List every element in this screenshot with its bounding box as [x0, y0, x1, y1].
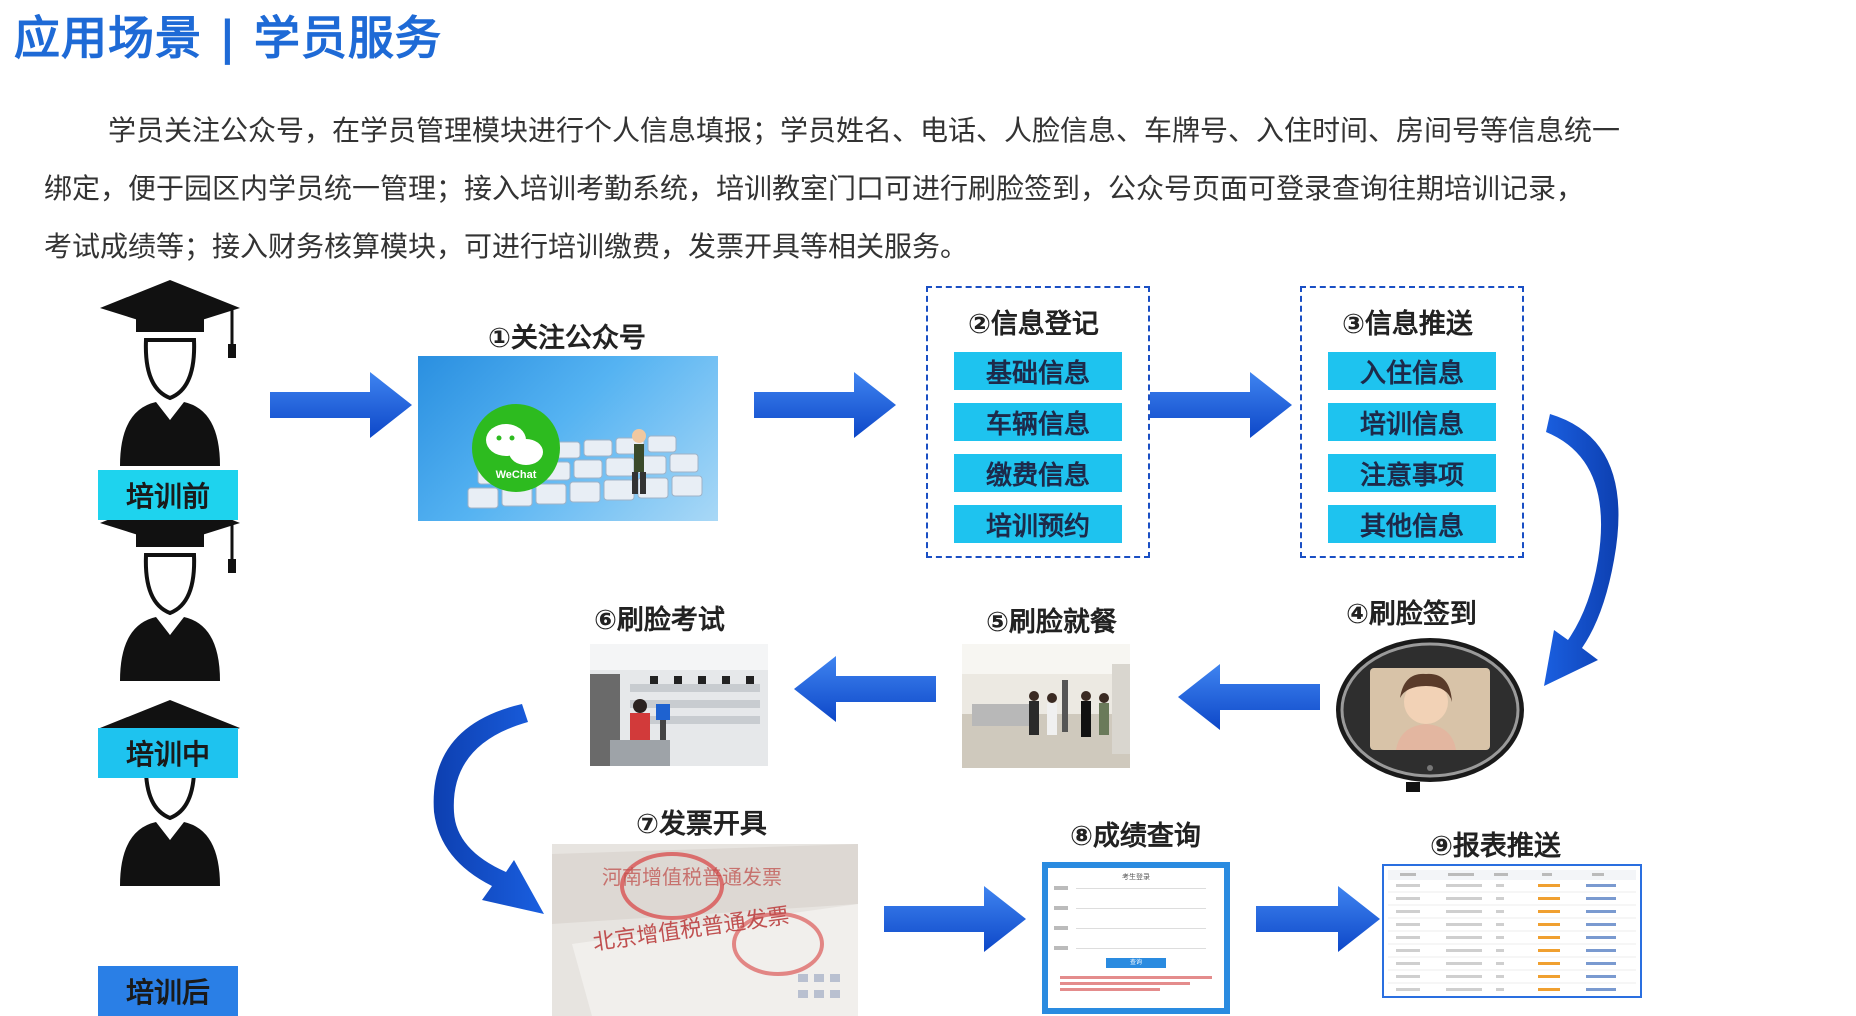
- wechat-logo-text: WeChat: [496, 469, 537, 481]
- step3-item-training: 培训信息: [1328, 403, 1496, 441]
- stage-label-before: 培训前: [98, 470, 238, 520]
- intro-paragraph: 学员关注公众号，在学员管理模块进行个人信息填报；学员姓名、电话、人脸信息、车牌号…: [44, 102, 1844, 276]
- step8-title: ⑧成绩查询: [1070, 821, 1201, 852]
- score-query-screen: 考生登录 查询: [1042, 862, 1230, 1014]
- graduate-icon: [100, 700, 240, 886]
- step9-title: ⑨报表推送: [1430, 831, 1561, 862]
- step2-box: [926, 286, 1150, 558]
- step3-item-checkin: 入住信息: [1328, 352, 1496, 390]
- step6-title: ⑥刷脸考试: [594, 605, 725, 636]
- login-panel: 考生登录 查询: [1048, 868, 1224, 1008]
- step3-box: [1300, 286, 1524, 558]
- step4-title: ④刷脸签到: [1346, 599, 1477, 630]
- arrow-right-icon: [884, 886, 1026, 952]
- page-title: 应用场景 | 学员服务: [14, 11, 442, 65]
- stage-label-after: 培训后: [98, 966, 238, 1016]
- login-query-button[interactable]: 查询: [1106, 958, 1166, 968]
- step2-title: ②信息登记: [968, 309, 1099, 340]
- wechat-keyboard-image: WeChat: [418, 356, 718, 521]
- exam-room-image: [590, 644, 768, 766]
- step2-item-vehicle: 车辆信息: [954, 403, 1122, 441]
- step1-title: ①关注公众号: [488, 323, 646, 354]
- curved-arrow-down-icon: [1544, 414, 1619, 686]
- arrow-right-icon: [270, 372, 412, 438]
- arrow-left-icon: [1178, 664, 1320, 730]
- graduate-icon: [100, 280, 240, 466]
- step3-item-other: 其他信息: [1328, 505, 1496, 543]
- intro-line-2: 绑定，便于园区内学员统一管理；接入培训考勤系统，培训教室门口可进行刷脸签到，公众…: [44, 172, 1585, 205]
- stage-label-during: 培训中: [98, 728, 238, 778]
- step3-title: ③信息推送: [1342, 309, 1473, 340]
- intro-line-3: 考试成绩等；接入财务核算模块，可进行培训缴费，发票开具等相关服务。: [44, 230, 969, 263]
- canteen-image: [962, 644, 1130, 768]
- arrow-right-icon: [754, 372, 896, 438]
- intro-line-1: 学员关注公众号，在学员管理模块进行个人信息填报；学员姓名、电话、人脸信息、车牌号…: [108, 114, 1621, 147]
- curved-arrow-down-icon: [433, 704, 544, 914]
- invoice-image: 河南增值税普通发票 北京增值税普通发票: [552, 844, 858, 1016]
- step2-item-basic: 基础信息: [954, 352, 1122, 390]
- step3-item-notes: 注意事项: [1328, 454, 1496, 492]
- step7-title: ⑦发票开具: [636, 809, 767, 840]
- step5-title: ⑤刷脸就餐: [986, 607, 1117, 638]
- login-title: 考生登录: [1122, 873, 1150, 881]
- arrow-right-icon: [1256, 886, 1380, 952]
- step2-item-payment: 缴费信息: [954, 454, 1122, 492]
- step2-item-booking: 培训预约: [954, 505, 1122, 543]
- report-table-image: [1382, 864, 1642, 998]
- face-terminal-image: [1336, 638, 1524, 792]
- invoice-text-2: 河南增值税普通发票: [602, 865, 782, 889]
- arrow-right-icon: [1150, 372, 1292, 438]
- graduate-icon: [100, 495, 240, 681]
- arrow-left-icon: [794, 656, 936, 722]
